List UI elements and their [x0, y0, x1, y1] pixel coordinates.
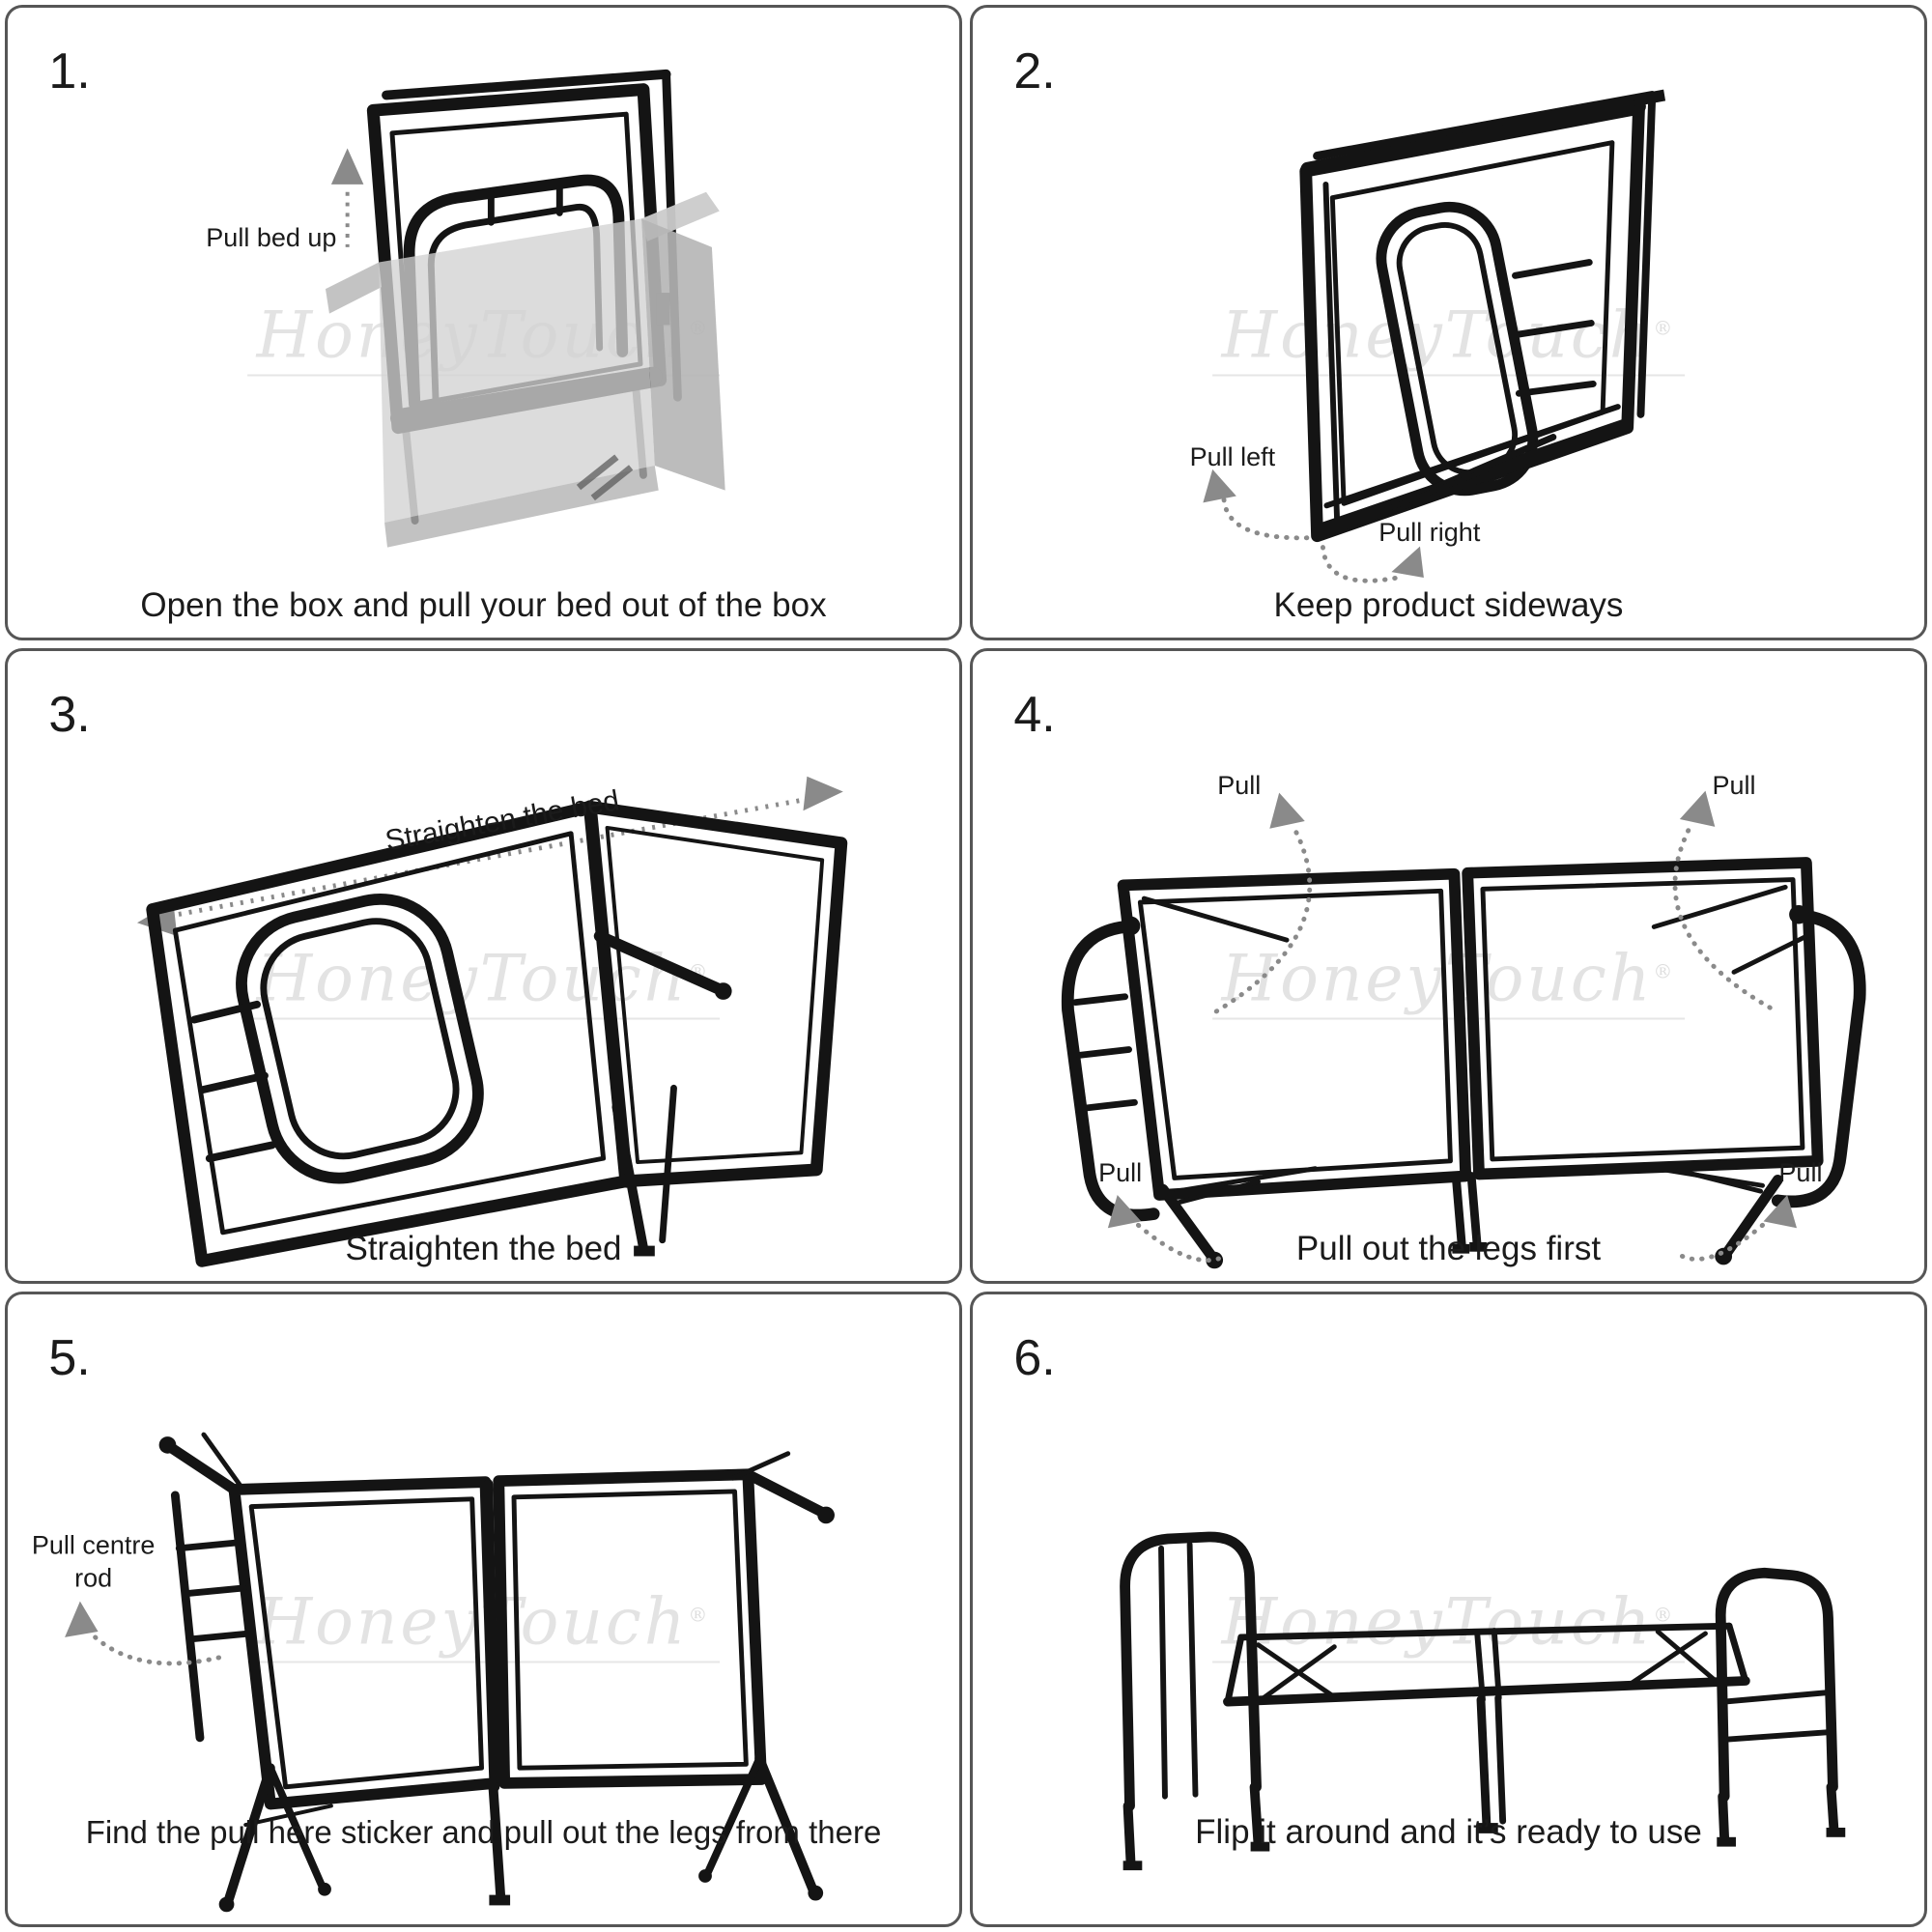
bed-frame-legs-out-illustration	[65, 1432, 835, 1913]
pull-arrow-top-right	[1672, 790, 1776, 1012]
step-panel-5: HoneyTouch®	[5, 1292, 962, 1927]
pull-arrow-top-left	[1209, 792, 1313, 1016]
step-caption: Find the pull here sticker and pull out …	[85, 1814, 882, 1851]
step-panel-4: HoneyTouch®	[970, 648, 1927, 1284]
folded-bed-frame	[1299, 89, 1666, 543]
pull-arrow-bottom-left	[1107, 1195, 1225, 1263]
annotation-pull-centre-rod: Pull centre rod	[31, 1530, 156, 1593]
watermark: HoneyTouch®	[1211, 1584, 1686, 1663]
annotation-pull-bottom-left: Pull	[1098, 1158, 1143, 1188]
pull-left-arrow	[1203, 469, 1311, 541]
annotation-pull-bed-up: Pull bed up	[206, 222, 337, 252]
step-panel-3: HoneyTouch®	[5, 648, 962, 1284]
registered-mark: ®	[688, 1603, 711, 1627]
step-caption: Pull out the legs first	[1295, 1230, 1602, 1268]
assembled-bed-frame	[1120, 1531, 1846, 1871]
annotation-pull-top-left: Pull	[1217, 771, 1262, 801]
watermark-text: HoneyTouch	[1221, 298, 1654, 373]
bed-frame	[158, 1432, 835, 1913]
registered-mark: ®	[1653, 1603, 1676, 1627]
step-number: 2.	[1013, 43, 1056, 100]
step-caption: Keep product sideways	[1273, 586, 1624, 625]
pull-centre-rod-arrow	[65, 1601, 228, 1666]
step-number: 1.	[48, 43, 91, 100]
watermark: HoneyTouch®	[1211, 941, 1686, 1020]
step-number: 3.	[48, 687, 91, 744]
cardboard-box	[325, 191, 725, 548]
registered-mark: ®	[1653, 959, 1676, 983]
assembled-bed-illustration	[1120, 1531, 1846, 1871]
watermark-text: HoneyTouch	[1221, 941, 1654, 1016]
registered-mark: ®	[1653, 316, 1676, 340]
step-caption: Flip it around and it’s ready to use	[1195, 1813, 1702, 1852]
folded-bed-in-box-illustration	[325, 69, 725, 548]
watermark: HoneyTouch®	[246, 1584, 721, 1663]
step-panel-6: HoneyTouch®	[970, 1292, 1927, 1927]
watermark: HoneyTouch®	[1211, 298, 1686, 377]
half-open-bed-illustration	[136, 776, 848, 1267]
annotation-pull-left: Pull left	[1189, 442, 1276, 472]
pull-right-arrow	[1321, 545, 1424, 583]
annotation-pull-right: Pull right	[1378, 517, 1481, 547]
up-arrow	[330, 148, 364, 247]
folded-bed-sideways-illustration	[1203, 89, 1666, 583]
step-caption: Open the box and pull your bed out of th…	[140, 586, 827, 625]
annotation-pull-top-right: Pull	[1712, 771, 1756, 801]
step-number: 5.	[48, 1330, 91, 1387]
step-caption: Straighten the bed	[345, 1230, 622, 1268]
step-panel-2: HoneyTouch®	[970, 5, 1927, 640]
step-number: 6.	[1013, 1330, 1056, 1387]
step-panel-1: HoneyTouch®	[5, 5, 962, 640]
pull-arrow-bottom-right	[1678, 1195, 1798, 1262]
watermark-text: HoneyTouch	[256, 1584, 689, 1660]
bed-frame	[1061, 857, 1866, 1269]
bed-frame-legs-folded-illustration	[1061, 790, 1866, 1269]
watermark-text: HoneyTouch	[1221, 1584, 1654, 1660]
step-number: 4.	[1013, 687, 1056, 744]
bed-frame	[146, 800, 848, 1267]
annotation-pull-bottom-right: Pull	[1778, 1158, 1823, 1188]
